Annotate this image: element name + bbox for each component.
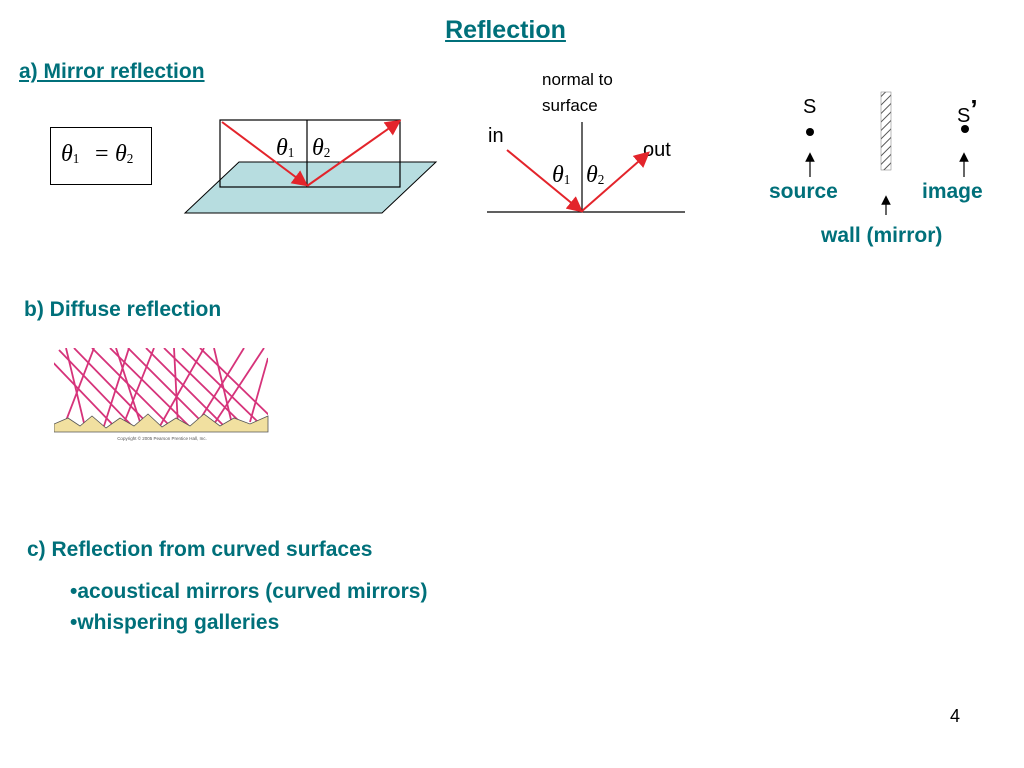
normal-theta-2-symbol: θ [586, 162, 598, 188]
source-label: source [769, 180, 838, 203]
image-label: image [922, 180, 983, 203]
normal-theta-2: θ2 [586, 162, 604, 189]
normal-label-line2: surface [542, 96, 598, 115]
plane-of-incidence [219, 119, 401, 188]
section-b-heading: b) Diffuse reflection [24, 298, 222, 321]
plane-theta-1-symbol: θ [276, 135, 288, 161]
plane-theta-1: θ1 [276, 135, 294, 162]
page-number: 4 [950, 706, 961, 726]
formula-theta-2: θ2 [115, 141, 133, 168]
formula-theta-2-symbol: θ [115, 141, 127, 167]
in-label: in [488, 125, 504, 147]
plane-theta-2-symbol: θ [312, 135, 324, 161]
normal-theta-1: θ1 [552, 162, 570, 189]
reflected-ray [306, 119, 402, 187]
plane-mirror-diagram [183, 119, 438, 214]
wall-mirror-label: wall (mirror) [821, 224, 943, 247]
mirror-image-diagram [805, 91, 969, 215]
formula-theta-1: θ1 [61, 141, 79, 168]
wall-mirror [880, 91, 892, 171]
image-point-prime: ’ [970, 94, 978, 124]
image-point [961, 125, 969, 133]
formula-theta-1-symbol: θ [61, 141, 73, 167]
section-a-heading: a) Mirror reflection [19, 60, 205, 83]
rough-surface [54, 413, 269, 433]
formula-box: θ1 = θ2 [50, 127, 152, 185]
incoming-ray [506, 149, 584, 213]
formula-theta-1-subscript: 1 [72, 150, 80, 166]
plane-theta-2: θ2 [312, 135, 330, 162]
normal-theta-1-symbol: θ [552, 162, 564, 188]
slide-title: Reflection [445, 16, 566, 44]
normal-reflection-diagram [487, 122, 685, 213]
copyright-note: Copyright © 2005 Pearson Prentice Hall, … [117, 435, 207, 441]
formula-theta-2-subscript: 2 [126, 150, 134, 166]
bullet-whispering-galleries: •whispering galleries [70, 611, 280, 634]
formula-equals: = [95, 141, 109, 167]
outgoing-ray [581, 151, 651, 212]
normal-theta-1-subscript: 1 [563, 171, 571, 187]
source-point [806, 128, 814, 136]
image-point-label: S’ [957, 94, 978, 128]
bullet-acoustical-mirrors: •acoustical mirrors (curved mirrors) [70, 580, 428, 603]
diffuse-rays [54, 348, 268, 431]
section-c-heading: c) Reflection from curved surfaces [27, 538, 373, 561]
image-point-letter: S [957, 105, 971, 127]
normal-theta-2-subscript: 2 [597, 171, 605, 187]
source-point-label: S [803, 96, 817, 118]
plane-theta-1-subscript: 1 [287, 144, 295, 160]
normal-label-line1: normal to [542, 70, 613, 89]
diffuse-reflection-figure: Copyright © 2005 Pearson Prentice Hall, … [54, 348, 269, 441]
plane-theta-2-subscript: 2 [323, 144, 331, 160]
incident-ray [221, 121, 309, 187]
